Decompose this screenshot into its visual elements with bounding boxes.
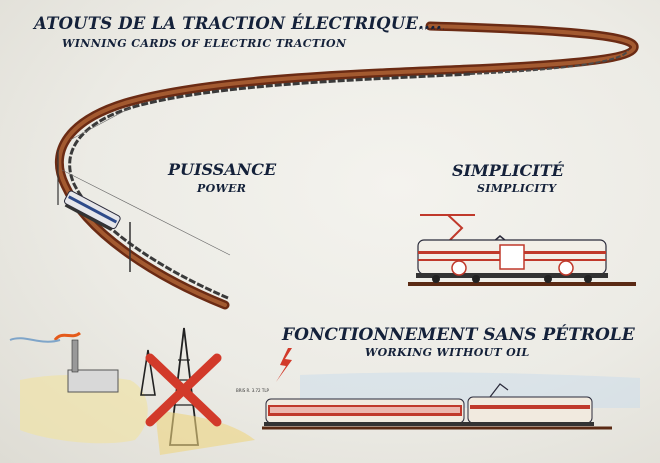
power-title-fr: PUISSANCE [168,160,277,179]
poster-title: ATOUTS DE LA TRACTION ÉLECTRIQUE.... [34,14,442,33]
no-oil-title-fr: FONCTIONNEMENT SANS PÉTROLE [282,325,635,345]
simplicity-title-fr: SIMPLICITÉ [452,161,564,180]
cross-stroke-2 [145,353,222,427]
simplicity-title-en: SIMPLICITY [477,182,557,195]
power-locomotive [63,190,121,231]
simplicity-locomotive [408,214,636,286]
passenger-train [262,348,640,430]
oil-refinery [9,327,255,455]
artist-signature: BRIS R. 3.72 TLP [236,388,269,393]
power-title-en: POWER [197,182,247,195]
no-oil-title-en: WORKING WITHOUT OIL [365,346,530,359]
poster-subtitle: WINNING CARDS OF ELECTRIC TRACTION [62,37,347,50]
